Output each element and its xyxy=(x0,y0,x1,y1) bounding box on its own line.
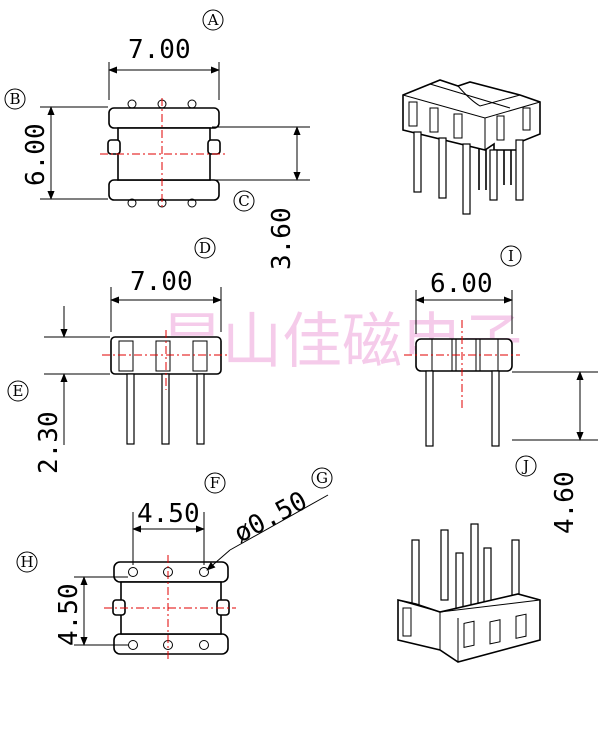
label-a: A xyxy=(202,9,224,31)
label-j: J xyxy=(515,455,537,477)
svg-text:C: C xyxy=(238,192,249,210)
side-pin-length-dim: 4.60 xyxy=(550,471,580,534)
svg-text:D: D xyxy=(199,239,211,257)
svg-text:E: E xyxy=(13,382,24,400)
svg-text:F: F xyxy=(210,474,220,492)
isometric-view-top xyxy=(402,79,541,215)
label-f: F xyxy=(204,472,226,494)
label-d: D xyxy=(194,237,216,259)
label-b: B xyxy=(4,88,26,110)
bottom-view: 4.50 4.50 ø0.50 xyxy=(54,486,329,662)
svg-text:B: B xyxy=(9,90,20,108)
label-i: I xyxy=(500,245,522,267)
pin-diameter-dim: ø0.50 xyxy=(229,486,312,549)
svg-text:I: I xyxy=(508,247,514,265)
front-width-dim: 7.00 xyxy=(130,267,193,297)
svg-text:J: J xyxy=(521,457,529,475)
bottom-pitch-x-dim: 4.50 xyxy=(137,499,200,529)
side-view: 6.00 4.60 xyxy=(404,269,598,534)
top-height-dim: 6.00 xyxy=(21,123,51,186)
svg-text:A: A xyxy=(207,11,219,29)
label-h: H xyxy=(16,551,38,573)
front-pin-length-dim: 2.30 xyxy=(34,411,64,474)
top-view: 7.00 6.00 3.60 xyxy=(21,35,310,270)
label-g: G xyxy=(311,467,333,489)
side-width-dim: 6.00 xyxy=(430,269,493,299)
front-view: 7.00 2.30 xyxy=(34,267,230,474)
bottom-pitch-y-dim: 4.50 xyxy=(54,583,84,646)
svg-text:G: G xyxy=(316,469,328,487)
label-c: C xyxy=(233,190,255,212)
isometric-view-bottom xyxy=(397,523,541,663)
top-inner-height-dim: 3.60 xyxy=(267,207,297,270)
svg-text:H: H xyxy=(20,553,33,571)
label-e: E xyxy=(7,380,29,402)
top-view-body xyxy=(107,99,221,208)
top-width-dim: 7.00 xyxy=(128,35,191,65)
